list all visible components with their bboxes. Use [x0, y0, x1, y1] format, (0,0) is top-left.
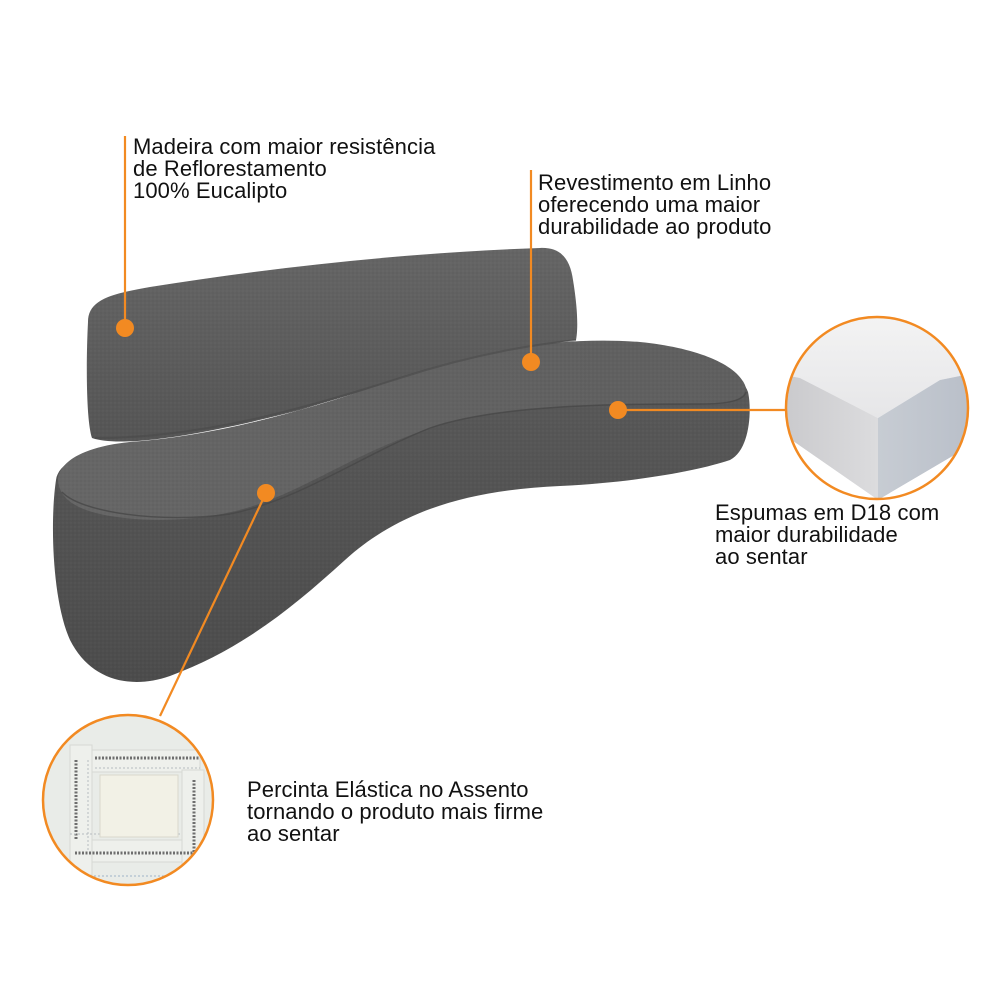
callout-madeira-pointer — [116, 136, 134, 337]
marker-dot-icon — [257, 484, 275, 502]
callout-percinta-pointer — [159, 484, 275, 717]
foam-detail-image — [784, 315, 970, 501]
callout-percinta-text: Percinta Elástica no Assento tornando o … — [247, 779, 543, 845]
marker-dot-icon — [116, 319, 134, 337]
callout-line: durabilidade ao produto — [538, 214, 772, 239]
callout-line: ao sentar — [715, 544, 808, 569]
callout-revestimento-text: Revestimento em Linho oferecendo uma mai… — [538, 172, 771, 238]
callout-line: tornando o produto mais firme — [247, 799, 544, 824]
callout-espumas-text: Espumas em D18 com maior durabilidade ao… — [715, 502, 939, 568]
callout-line: 100% Eucalipto — [133, 178, 288, 203]
callout-line: Madeira com maior resistência — [133, 134, 436, 159]
marker-dot-icon — [609, 401, 627, 419]
sofa — [52, 247, 750, 682]
callout-line: maior durabilidade — [715, 522, 898, 547]
foam-detail-ring — [784, 315, 970, 501]
callout-line: Espumas em D18 com — [715, 500, 940, 525]
callout-line: oferecendo uma maior — [538, 192, 761, 217]
webbing-detail-image — [41, 713, 215, 887]
callout-line: de Reflorestamento — [133, 156, 327, 181]
marker-dot-icon — [522, 353, 540, 371]
callout-madeira-text: Madeira com maior resistência de Reflore… — [133, 136, 435, 202]
callout-line: Percinta Elástica no Assento — [247, 777, 529, 802]
callout-line: ao sentar — [247, 821, 340, 846]
callout-line: Revestimento em Linho — [538, 170, 772, 195]
webbing-detail-ring — [41, 713, 215, 887]
callout-revestimento-pointer — [522, 170, 540, 371]
callout-espumas-pointer — [609, 401, 787, 419]
